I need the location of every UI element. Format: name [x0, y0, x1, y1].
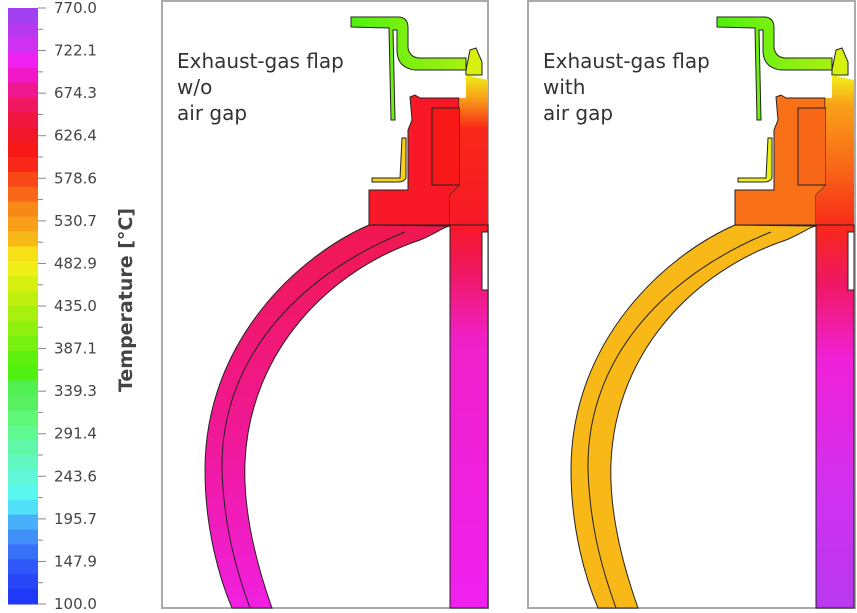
colorbar-band — [8, 499, 38, 516]
colorbar-band — [8, 261, 38, 277]
colorbar-band — [8, 514, 38, 530]
colorbar-band — [8, 186, 38, 203]
colorbar-band — [8, 246, 38, 262]
colorbar-tick-label: 722.1 — [54, 42, 97, 60]
colorbar-band — [8, 201, 38, 218]
colorbar-tick-label: 674.3 — [54, 84, 97, 102]
clamp-tip — [465, 47, 483, 76]
panel-label-line-2: w/o — [177, 75, 212, 99]
colorbar-tick-label: 626.4 — [54, 127, 97, 145]
colorbar-title: Temperature [°C] — [115, 208, 137, 392]
colorbar-tick-label: 243.6 — [54, 467, 97, 485]
pipe-notch — [481, 231, 489, 291]
colorbar-band — [8, 276, 38, 292]
colorbar-band — [8, 589, 38, 605]
panel-label-line-1: Exhaust-gas flap — [543, 49, 710, 73]
colorbar-band — [8, 291, 38, 307]
colorbar-tick-label: 387.1 — [54, 340, 97, 358]
colorbar-tick-label: 482.9 — [54, 254, 97, 272]
colorbar-band — [8, 306, 38, 322]
colorbar-tick-label: 435.0 — [54, 297, 97, 315]
colorbar-band — [8, 127, 38, 143]
colorbar-tick-label: 770.0 — [54, 0, 97, 17]
colorbar-band — [8, 335, 38, 352]
colorbar-band — [8, 380, 38, 396]
colorbar-band — [8, 82, 38, 98]
pipe-notch — [847, 231, 855, 291]
panel-label-line-1: Exhaust-gas flap — [177, 49, 344, 73]
colorbar-tick-label: 100.0 — [54, 595, 97, 613]
panel-without-air-gap: Exhaust-gas flap w/o air gap — [161, 0, 489, 609]
panel-frame — [527, 0, 856, 609]
shell-layer-line — [221, 231, 406, 609]
panel-label-line-2: with — [543, 75, 585, 99]
colorbar-band — [8, 142, 38, 158]
colorbar-band — [8, 320, 38, 337]
colorbar-tick-label: 195.7 — [54, 510, 97, 528]
colorbar-ticks: 770.0 722.1 674.3 626.4 578.6 530.7 482.9 435.0… — [38, 0, 97, 613]
colorbar-band — [8, 171, 38, 188]
panel-with-air-gap: Exhaust-gas flap with air gap — [527, 0, 856, 609]
clamp-tip — [831, 47, 849, 76]
colorbar-band — [8, 112, 38, 128]
inner-insert — [797, 107, 827, 186]
panel-label-line-3: air gap — [177, 101, 247, 125]
colorbar-tick-label: 530.7 — [54, 212, 97, 230]
colorbar-band — [8, 52, 38, 69]
colorbar-band — [8, 231, 38, 247]
colorbar-band — [8, 469, 38, 486]
colorbar-band — [8, 559, 38, 575]
yellow-bracket — [371, 137, 407, 183]
hot-column — [816, 75, 854, 228]
colorbar-band — [8, 157, 38, 173]
colorbar-tick-label: 291.4 — [54, 425, 97, 443]
colorbar-band — [8, 574, 38, 590]
colorbar-band — [8, 440, 38, 456]
colorbar-band — [8, 410, 38, 426]
colorbar-band — [8, 8, 38, 24]
colorbar-band — [8, 67, 38, 83]
colorbar-band — [8, 544, 38, 560]
colorbar-tick-label: 578.6 — [54, 169, 97, 187]
housing-shell — [570, 224, 817, 609]
green-bracket — [716, 16, 833, 121]
hot-column — [450, 75, 488, 228]
shell-layer-line — [587, 231, 772, 609]
colorbar-band — [8, 22, 38, 39]
housing-shell — [204, 224, 451, 609]
colorbar-band — [8, 529, 38, 545]
colorbar-band — [8, 216, 38, 232]
colorbar — [8, 8, 38, 605]
colorbar-band — [8, 395, 38, 411]
colorbar-band — [8, 365, 38, 381]
colorbar-band — [8, 484, 38, 501]
colorbar-band — [8, 455, 38, 471]
colorbar-tick-label: 339.3 — [54, 382, 97, 400]
yellow-bracket — [737, 137, 773, 183]
panel-label-line-3: air gap — [543, 101, 613, 125]
colorbar-band — [8, 425, 38, 441]
green-bracket — [350, 16, 467, 121]
colorbar-band — [8, 350, 38, 367]
colorbar-tick-label: 147.9 — [54, 552, 97, 570]
colorbar-band — [8, 37, 38, 54]
colorbar-band — [8, 97, 38, 113]
inner-insert — [431, 107, 461, 186]
